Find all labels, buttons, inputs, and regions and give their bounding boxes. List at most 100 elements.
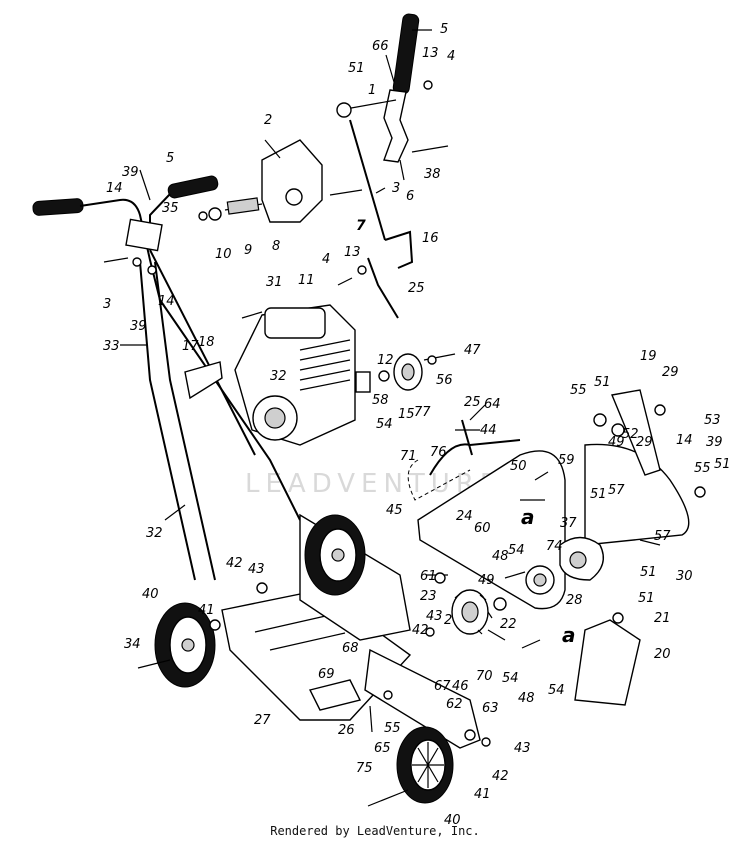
- reference-mark-a-upper: a: [521, 505, 535, 529]
- callout-5: 5: [440, 22, 448, 37]
- callout-2: 2: [264, 113, 272, 128]
- callout-51c: 51: [714, 457, 731, 472]
- control-housing: [198, 139, 363, 223]
- callout-76: 76: [430, 445, 447, 460]
- callout-61: 61: [420, 569, 437, 584]
- callout-62: 62: [446, 697, 463, 712]
- callout-39: 39: [122, 165, 139, 180]
- callout-9: 9: [244, 243, 252, 258]
- callout-42c: 42: [492, 769, 509, 784]
- callout-51e: 51: [640, 565, 657, 580]
- callout-51d: 51: [590, 487, 607, 502]
- callout-69: 69: [318, 667, 335, 682]
- callout-63: 63: [482, 701, 499, 716]
- callout-49: 49: [608, 435, 625, 450]
- callout-51f: 51: [638, 591, 655, 606]
- callout-75: 75: [356, 761, 373, 776]
- callout-50: 50: [510, 459, 527, 474]
- callout-48: 48: [492, 549, 509, 564]
- callout-54: 54: [376, 417, 393, 432]
- callout-41b: 41: [474, 787, 491, 802]
- wheel-front-right: [304, 514, 366, 596]
- callout-33: 33: [103, 339, 120, 354]
- engine: [234, 304, 371, 446]
- drive-gear: [426, 572, 507, 635]
- callout-55: 55: [570, 383, 587, 398]
- callout-16: 16: [422, 231, 439, 246]
- callout-11: 11: [298, 273, 315, 288]
- shift-lever: [336, 13, 449, 241]
- callout-22: 22: [500, 617, 517, 632]
- callout-55c: 55: [384, 721, 401, 736]
- callout-3b: 3: [103, 297, 111, 312]
- callout-64: 64: [484, 397, 501, 412]
- callout-34: 34: [124, 637, 141, 652]
- callout-5b: 5: [166, 151, 174, 166]
- callout-13b: 13: [344, 245, 361, 260]
- callout-35: 35: [162, 201, 179, 216]
- callout-39c: 39: [706, 435, 723, 450]
- callout-56: 56: [436, 373, 453, 388]
- callout-38: 38: [424, 167, 441, 182]
- callout-51b: 51: [594, 375, 611, 390]
- callout-41: 41: [198, 603, 215, 618]
- callout-27: 27: [254, 713, 271, 728]
- callout-14: 14: [106, 181, 123, 196]
- callout-18: 18: [198, 335, 215, 350]
- callout-7: 7: [356, 218, 366, 234]
- callout-68: 68: [342, 641, 359, 656]
- pulley-assembly: [378, 353, 456, 391]
- callout-14c: 14: [676, 433, 693, 448]
- callout-32: 32: [270, 369, 287, 384]
- callout-45: 45: [386, 503, 403, 518]
- callout-29: 29: [662, 365, 679, 380]
- callout-23: 23: [420, 589, 437, 604]
- callout-43c: 43: [514, 741, 531, 756]
- callout-labels: 5 66 13 4 51 1 2 3 6 38 5 39 14 35 10 9 …: [103, 22, 731, 828]
- callout-12: 12: [377, 353, 394, 368]
- callout-43b: 43: [426, 609, 443, 624]
- callout-2b: 2: [444, 613, 452, 628]
- callout-4: 4: [447, 49, 455, 64]
- callout-48b: 48: [518, 691, 535, 706]
- callout-60: 60: [474, 521, 491, 536]
- callout-65: 65: [374, 741, 391, 756]
- callout-46: 46: [452, 679, 469, 694]
- frame-hardware: [209, 499, 545, 747]
- callout-49b: 49: [478, 573, 495, 588]
- gear-case: [407, 419, 566, 610]
- callout-28: 28: [566, 593, 583, 608]
- blade-plate: [574, 612, 641, 706]
- callout-40b: 40: [444, 813, 461, 828]
- callout-54c: 54: [502, 671, 519, 686]
- callout-66: 66: [372, 39, 389, 54]
- callout-10: 10: [215, 247, 232, 262]
- callout-42: 42: [226, 556, 243, 571]
- callout-20: 20: [654, 647, 671, 662]
- callout-55b: 55: [694, 461, 711, 476]
- callout-8: 8: [272, 239, 280, 254]
- callout-54d: 54: [548, 683, 565, 698]
- callout-21: 21: [654, 611, 671, 626]
- callout-57: 57: [608, 483, 625, 498]
- callout-57b: 57: [654, 529, 671, 544]
- callout-52: 52: [622, 427, 639, 442]
- callout-14b: 14: [158, 294, 175, 309]
- callout-70: 70: [476, 669, 493, 684]
- callout-17: 17: [182, 339, 199, 354]
- callout-25b: 25: [464, 395, 481, 410]
- callout-47: 47: [464, 343, 481, 358]
- blade-guard: [559, 389, 706, 581]
- callout-54b: 54: [508, 543, 525, 558]
- callout-30: 30: [676, 569, 693, 584]
- reference-mark-a-lower: a: [562, 623, 576, 647]
- footer-credit: Rendered by LeadVenture, Inc.: [270, 824, 480, 838]
- callout-31: 31: [266, 275, 283, 290]
- callout-4b: 4: [322, 252, 330, 267]
- linkage-rods: [337, 230, 414, 319]
- callout-71: 71: [400, 449, 417, 464]
- handle-assembly: [32, 175, 301, 581]
- callout-32b: 32: [146, 526, 163, 541]
- callout-43: 43: [248, 562, 265, 577]
